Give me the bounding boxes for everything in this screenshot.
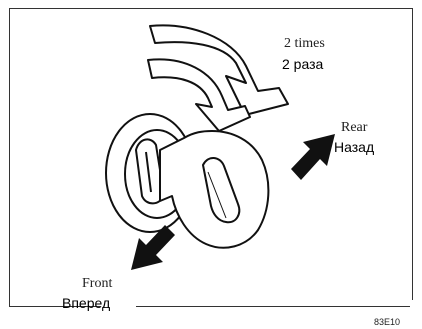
figure-code: 83E10 [374, 317, 400, 327]
rear-arrow-icon [291, 134, 335, 180]
rear-label-ru: Назад [334, 139, 374, 155]
key-icon [160, 131, 268, 248]
rear-label-en: Rear [341, 120, 367, 136]
front-label-en: Front [82, 276, 112, 292]
times-label-en: 2 times [284, 36, 325, 52]
front-label-ru: Вперед [62, 295, 110, 311]
times-label-ru: 2 раза [282, 56, 323, 72]
